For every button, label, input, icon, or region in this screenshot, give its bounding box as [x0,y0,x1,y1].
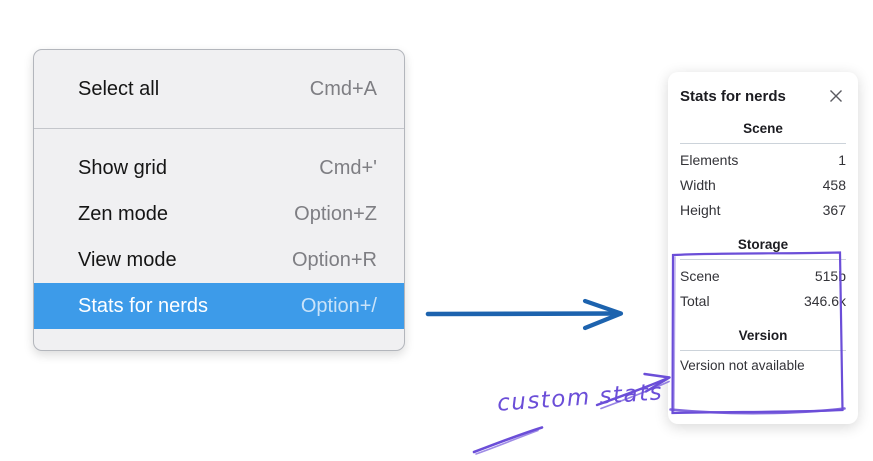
menu-item-shortcut: Option+Z [294,202,377,225]
panel-section-scene: Scene Elements 1 Width 458 Height 367 [680,121,846,222]
close-icon[interactable] [826,86,846,106]
stat-label: Scene [680,267,720,284]
menu-item-label: View mode [78,248,177,271]
menu-item-shortcut: Cmd+A [309,77,377,100]
stat-value: 458 [822,176,846,193]
section-divider [680,259,846,260]
menu-separator [34,128,404,129]
menu-item-shortcut: Cmd+' [319,156,377,179]
version-note: Version not available [680,358,805,373]
menu-item-view-mode[interactable]: View mode Option+R [34,237,404,283]
stat-row: Scene 515b [680,263,846,288]
menu-item-label: Show grid [78,156,167,179]
stat-label: Height [680,201,721,218]
menu-item-show-grid[interactable]: Show grid Cmd+' [34,145,404,191]
menu-item-zen-mode[interactable]: Zen mode Option+Z [34,191,404,237]
stat-value: 346.6k [803,292,846,309]
section-divider [680,143,846,144]
context-menu: Select all Cmd+A Show grid Cmd+' Zen mod… [33,49,405,351]
panel-section-version: Version Version not available [680,328,846,373]
annotation-label: custom stats [496,379,664,417]
menu-item-label: Stats for nerds [78,294,209,317]
section-divider [680,350,846,351]
stat-value: 1 [838,151,846,168]
stat-label: Total [680,292,710,309]
stats-for-nerds-panel: Stats for nerds Scene Elements 1 Width 4… [668,72,858,424]
stat-label: Elements [680,151,739,168]
menu-item-label: Select all [78,77,160,100]
section-heading: Version [738,328,788,343]
blue-arrow [425,298,624,331]
menu-item-shortcut: Option+R [291,248,377,271]
panel-section-storage: Storage Scene 515b Total 346.6k [680,237,846,313]
menu-item-label: Zen mode [78,202,169,225]
stat-row: Elements 1 [680,147,846,172]
stat-label: Width [680,176,716,193]
panel-title: Stats for nerds [680,87,786,105]
menu-item-select-all[interactable]: Select all Cmd+A [34,58,404,120]
stat-row: Width 458 [680,172,846,197]
menu-item-stats-for-nerds[interactable]: Stats for nerds Option+/ [34,283,404,329]
stat-value: 367 [822,201,846,218]
stat-row: Height 367 [680,197,846,222]
stat-value: 515b [814,267,846,284]
stat-row: Total 346.6k [680,288,846,313]
section-heading: Storage [737,237,789,252]
section-heading: Scene [743,121,783,136]
menu-item-shortcut: Option+/ [300,294,377,317]
panel-titlebar: Stats for nerds [680,86,846,106]
